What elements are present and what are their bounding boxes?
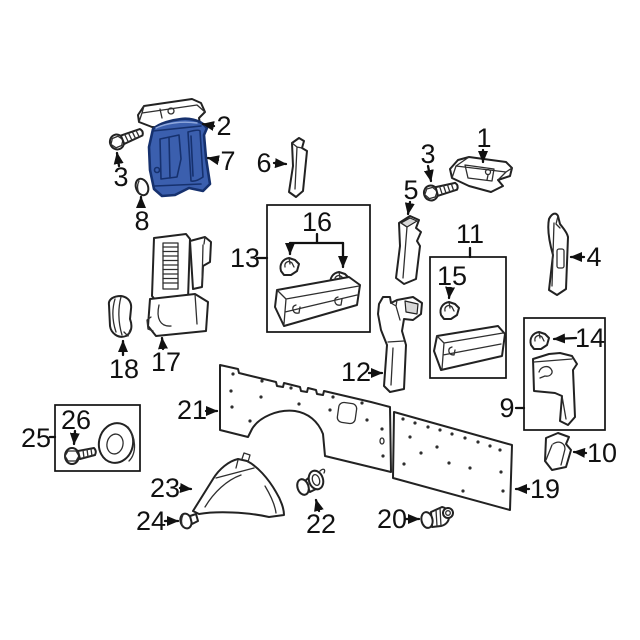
callout-labels: 2 3 7 8 6 1 3 5 4 13 16 11 15 9 14 10 12…	[21, 111, 617, 539]
part-9-quarter-trim	[532, 352, 578, 426]
part-6-pillar-trim	[288, 137, 308, 198]
arrow-to-part-22	[314, 498, 324, 513]
arrow-to-part-23	[178, 483, 193, 493]
arrow-to-part-14	[552, 333, 578, 344]
part-12-pillar-lower-trim	[377, 296, 423, 393]
callout-label-14: 14	[575, 323, 605, 353]
callout-label-20: 20	[377, 504, 407, 534]
part-20-push-pin	[420, 506, 454, 529]
callout-label-21: 21	[177, 395, 207, 425]
callout-label-23: 23	[150, 473, 180, 503]
callout-label-8: 8	[134, 206, 149, 236]
part-5-pillar-trim	[395, 215, 422, 285]
part-18-small-cover	[107, 295, 133, 338]
callout-label-9: 9	[499, 393, 514, 423]
part-10-trim-bracket	[544, 432, 572, 471]
callout-label-6: 6	[256, 148, 271, 178]
part-23-wheelhouse-cover	[192, 452, 285, 518]
callout-label-5: 5	[403, 175, 418, 205]
part-8-grommet	[134, 177, 150, 197]
arrow-to-part-6	[272, 158, 288, 169]
part-11-sill-plate	[433, 325, 506, 371]
part-1-sill-trim	[449, 156, 513, 193]
arrow-to-part-15	[445, 286, 456, 300]
callout-label-19: 19	[530, 474, 560, 504]
group-box-13	[266, 204, 371, 333]
part-19-side-panel	[392, 411, 513, 511]
callout-label-3a: 3	[113, 162, 128, 192]
arrow-to-part-3-left	[113, 151, 124, 168]
part-3-screw-left	[106, 123, 147, 153]
callout-label-15: 15	[437, 261, 467, 291]
callout-label-4: 4	[586, 242, 601, 272]
callout-label-16: 16	[302, 207, 332, 237]
bracket-16	[288, 232, 345, 245]
part-7-highlighted-trim-panel	[147, 117, 212, 198]
callout-label-24: 24	[136, 506, 166, 536]
callout-label-12: 12	[341, 357, 371, 387]
leader-lines	[48, 121, 588, 526]
arrow-to-part-17	[158, 336, 168, 351]
callout-label-18: 18	[109, 354, 139, 384]
callout-label-17: 17	[151, 347, 181, 377]
callout-label-26: 26	[61, 405, 91, 435]
part-25-round-cover	[97, 422, 136, 464]
arrow-to-part-2	[201, 121, 216, 131]
arrow-to-part-3-right	[423, 164, 434, 183]
group-box-11	[429, 256, 507, 379]
callout-label-22: 22	[306, 509, 336, 539]
callout-label-13: 13	[230, 243, 260, 273]
part-21-quarter-panel	[219, 364, 392, 473]
arrow-to-part-26	[69, 429, 80, 446]
callout-label-25: 25	[21, 423, 51, 453]
part-17-pillar-trim-vented	[146, 233, 212, 337]
part-22-push-pin	[296, 468, 326, 496]
group-box-9	[523, 317, 606, 431]
callout-label-10: 10	[587, 438, 617, 468]
callout-label-11: 11	[456, 219, 484, 249]
part-4-pillar-trim	[547, 212, 569, 296]
part-24-clip	[179, 512, 199, 530]
callout-label-7: 7	[220, 146, 235, 176]
callout-label-3b: 3	[420, 139, 435, 169]
arrow-to-part-7	[206, 155, 220, 166]
arrow-to-part-10	[572, 447, 588, 458]
part-14-clip	[529, 331, 550, 350]
part-3-screw-right	[421, 177, 461, 204]
arrow-to-part-5	[404, 200, 415, 216]
part-15-clip	[439, 301, 460, 320]
callout-label-1: 1	[476, 123, 491, 153]
part-13-sill-plate	[274, 276, 361, 327]
callout-label-2: 2	[216, 111, 231, 141]
part-26-bolt	[64, 447, 97, 465]
